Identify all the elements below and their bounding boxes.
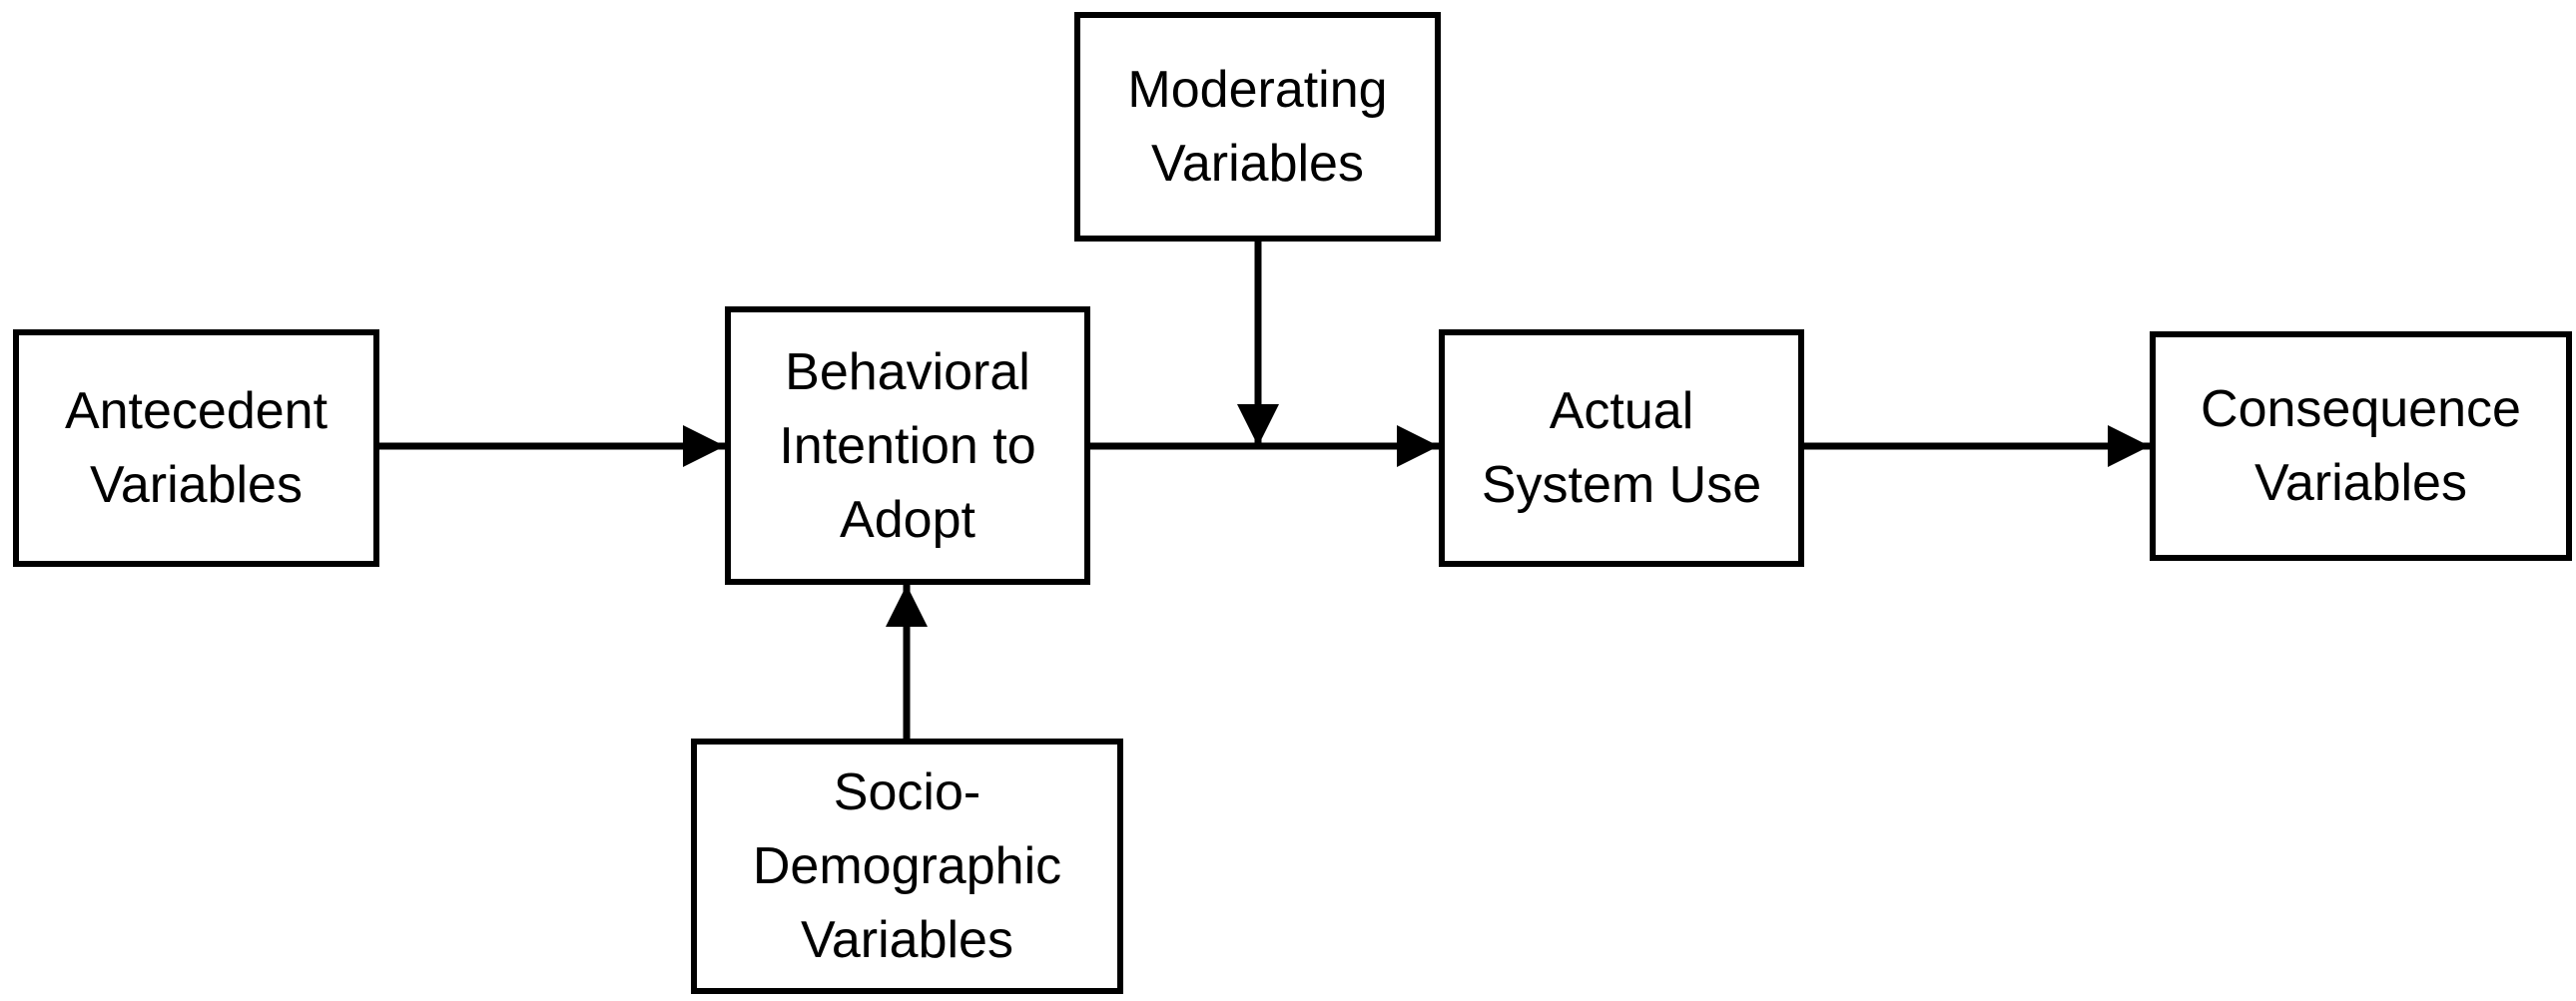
node-label-line: Consequence: [2201, 380, 2521, 438]
node-label-line: Variables: [90, 456, 303, 514]
node-label-line: Variables: [2254, 454, 2467, 512]
node-label-line: Antecedent: [64, 382, 328, 440]
node-consequence-variables: Consequence Variables: [2150, 331, 2572, 561]
node-label-line: Socio-: [833, 763, 981, 821]
node-actual-system-use: Actual System Use: [1439, 329, 1804, 567]
node-socio-demographic-variables: Socio- Demographic Variables: [691, 739, 1123, 994]
node-label-line: Adopt: [840, 490, 975, 549]
node-moderating-variables: Moderating Variables: [1074, 12, 1441, 242]
node-behavioral-intention: Behavioral Intention to Adopt: [725, 306, 1090, 585]
node-label-line: Variables: [1151, 135, 1364, 193]
node-label-line: Variables: [801, 911, 1013, 969]
node-label-line: System Use: [1481, 456, 1762, 514]
node-label-line: Moderating: [1127, 61, 1388, 119]
node-label-line: Demographic: [752, 837, 1062, 895]
node-label-line: Intention to: [779, 416, 1036, 475]
node-label-line: Actual: [1549, 382, 1694, 440]
node-antecedent-variables: Antecedent Variables: [13, 329, 379, 567]
node-label-line: Behavioral: [785, 342, 1030, 401]
